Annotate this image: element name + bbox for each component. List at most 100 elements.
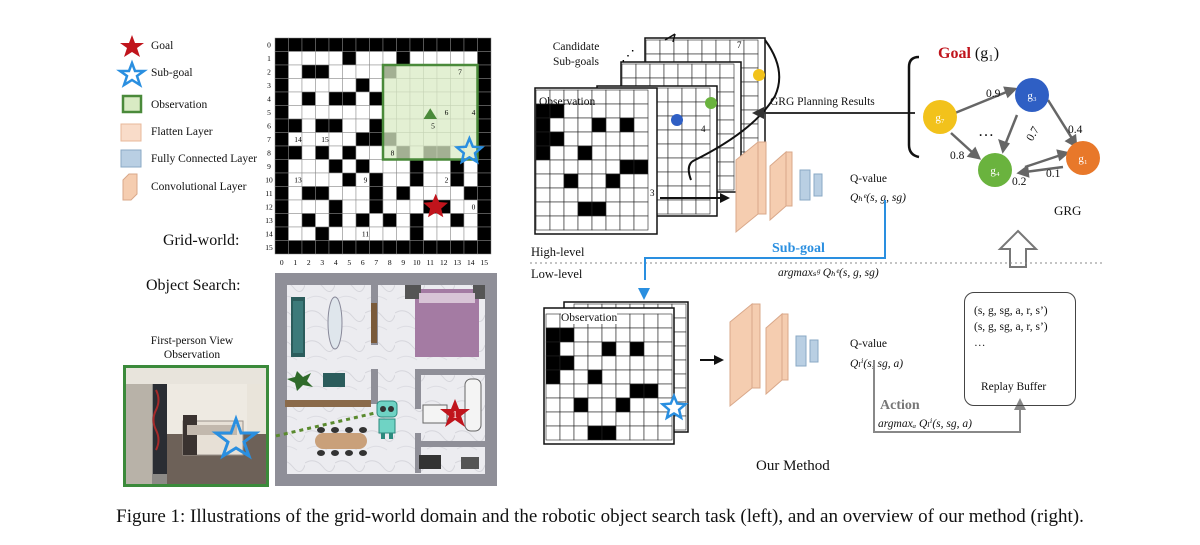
x-tick-label: 15	[481, 258, 489, 267]
candidate-line2: Sub-goals	[553, 56, 599, 68]
y-tick-label: 10	[265, 176, 273, 185]
grid-wall-cell	[382, 213, 397, 228]
grid-free-cell	[369, 51, 384, 66]
grid-cell-number: 4	[472, 108, 476, 117]
grg-planning-label: GRG Planning Results	[770, 96, 875, 108]
grid-free-cell	[288, 186, 303, 201]
grid-free-cell	[301, 51, 316, 66]
grid-free-cell	[436, 159, 451, 174]
high-level-network	[660, 140, 823, 234]
grid-cell-number: 8	[391, 148, 395, 157]
x-tick-label: 10	[413, 258, 421, 267]
edge-label-1: 0.4	[1068, 124, 1083, 136]
dining-table-icon	[315, 433, 367, 449]
grid-wall-cell	[288, 240, 303, 255]
grid-free-cell	[315, 91, 330, 106]
grid-free-cell	[288, 213, 303, 228]
grid-wall-cell	[477, 37, 492, 52]
grid-free-cell	[342, 199, 357, 214]
legend: Goal Sub-goal Observation Flatten Layer …	[115, 30, 275, 210]
grid-wall-cell	[477, 64, 492, 79]
grid-wall-cell	[409, 159, 424, 174]
fpv-label: First-person View Observation	[128, 334, 256, 362]
fpv-label-line2: Observation	[163, 349, 221, 361]
qvalue-low-label: Q-value	[850, 338, 888, 350]
layer-cell-number: 7	[737, 40, 742, 50]
counter-icon	[461, 457, 479, 469]
grid-free-cell	[315, 213, 330, 228]
grid-free-cell	[396, 172, 411, 187]
grg-goal-word: Goal	[938, 45, 971, 62]
high-level-label: High-level	[531, 245, 585, 259]
grid-free-cell	[328, 64, 343, 79]
observation-low-label: Observation	[561, 312, 618, 324]
grid-wall-cell	[355, 159, 370, 174]
layer-cell-number: 4	[701, 124, 706, 134]
grid-wall-cell	[315, 64, 330, 79]
grid-free-cell	[382, 159, 397, 174]
grid-wall-cell	[301, 240, 316, 255]
mirror-icon	[327, 296, 343, 350]
grid-free-cell	[355, 51, 370, 66]
grid-wall-cell	[396, 37, 411, 52]
grid-wall-cell	[369, 91, 384, 106]
grid-wall-cell	[409, 226, 424, 241]
x-tick-label: 5	[347, 258, 351, 267]
grid-free-cell	[355, 64, 370, 79]
grid-wall-cell	[328, 213, 343, 228]
conv-legend-icon	[122, 173, 138, 201]
object-search-label: Object Search:	[146, 277, 241, 294]
grid-world-label: Grid-world:	[163, 232, 240, 249]
x-tick-label: 4	[334, 258, 338, 267]
stove-icon	[419, 455, 441, 469]
low-level-label: Low-level	[531, 267, 583, 281]
grid-wall-cell	[382, 240, 397, 255]
grid-free-cell	[382, 226, 397, 241]
legend-icons	[116, 35, 148, 201]
grid-wall-cell	[301, 91, 316, 106]
grg-goal-title: Goal (g₁)	[938, 45, 999, 63]
x-tick-label: 12	[440, 258, 448, 267]
y-tick-label: 2	[267, 68, 271, 77]
grid-wall-cell	[288, 37, 303, 52]
stack-ellipsis: ⋰	[621, 49, 635, 64]
grid-free-cell	[463, 172, 478, 187]
replay-row-1: (s, g, sg, a, r, s’)	[974, 321, 1048, 333]
x-tick-label: 2	[307, 258, 311, 267]
grid-free-cell	[301, 105, 316, 120]
grid-wall-cell	[369, 118, 384, 133]
replay-buffer-title: Replay Buffer	[981, 381, 1047, 393]
grid-cell-number: 15	[321, 135, 329, 144]
grid-cell-number: 5	[431, 121, 435, 130]
grid-wall-cell	[463, 240, 478, 255]
grid-wall-cell	[450, 240, 465, 255]
subgoal-label: Sub-goal	[772, 241, 825, 256]
x-tick-label: 13	[454, 258, 462, 267]
goal-star-floorplan-icon: 1	[440, 399, 470, 427]
grid-wall-cell	[477, 51, 492, 66]
grid-free-cell	[288, 64, 303, 79]
y-tick-label: 14	[265, 230, 273, 239]
replay-row-2: …	[974, 337, 986, 349]
qvalue-high-label: Q-value	[850, 173, 888, 185]
grid-free-cell	[463, 226, 478, 241]
svg-text:1: 1	[453, 410, 458, 421]
grg-ellipsis: …	[978, 123, 994, 140]
grid-wall-cell	[315, 240, 330, 255]
y-tick-label: 1	[267, 54, 271, 63]
y-tick-label: 9	[267, 162, 271, 171]
our-method-label: Our Method	[756, 458, 830, 474]
grid-free-cell	[288, 199, 303, 214]
grg-goal-symbol: (g₁)	[974, 45, 1000, 62]
grid-cell-number: 11	[362, 229, 369, 238]
grid-wall-cell	[477, 91, 492, 106]
grg-node-3	[1066, 141, 1100, 175]
grid-wall-cell	[288, 145, 303, 160]
x-tick-label: 3	[320, 258, 324, 267]
grid-wall-cell	[477, 159, 492, 174]
grid-wall-cell	[369, 132, 384, 147]
grid-free-cell	[423, 172, 438, 187]
grg-node-label: g₇	[935, 112, 945, 124]
grid-wall-cell	[274, 240, 289, 255]
fpv-label-line1: First-person View	[150, 335, 234, 347]
